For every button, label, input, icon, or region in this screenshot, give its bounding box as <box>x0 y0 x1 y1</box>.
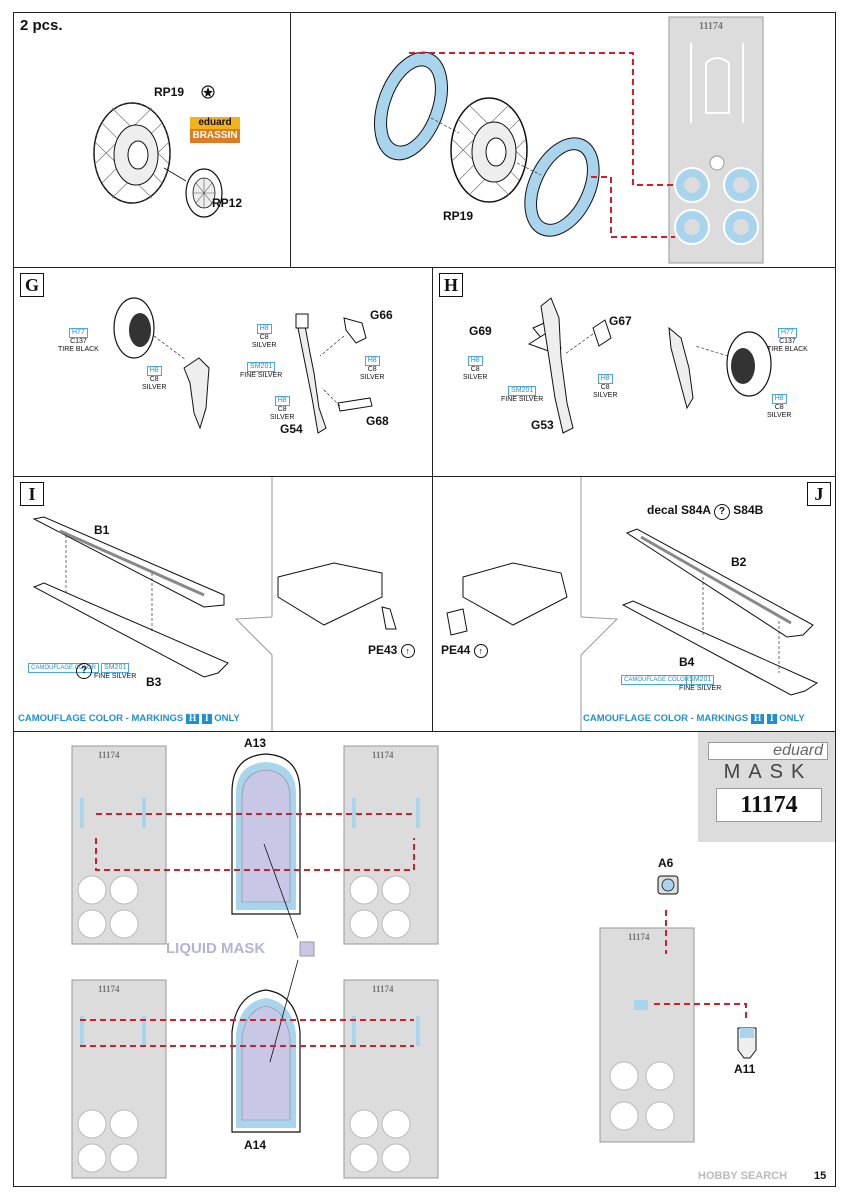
camo-markings-bar: CAMOUFLAGE COLOR - MARKINGS H I ONLY <box>18 713 240 724</box>
part-rp19-right-label: RP19 <box>443 209 474 223</box>
step-g-marker: G <box>20 273 44 297</box>
decal-s84-label: decal S84A ? S84B <box>647 503 763 520</box>
watermark: HOBBY SEARCH <box>698 1170 788 1182</box>
part-pe44-label: PE44 ↑ <box>441 643 488 658</box>
part-a14-label: A14 <box>244 1138 267 1152</box>
part-g69-label: G69 <box>469 324 492 338</box>
part-b2-label: B2 <box>731 555 747 569</box>
part-a13-label: A13 <box>244 736 267 750</box>
mask-sheet-number-br: 11174 <box>372 984 394 994</box>
i-color-callout-fine-silver: SM201 FINE SILVER <box>94 663 137 680</box>
part-g54-label: G54 <box>280 422 303 436</box>
mask-sheet-number: 11174 <box>699 21 723 32</box>
camo-color-callout: CAMOUFLAGE COLOR <box>28 663 100 673</box>
page-number: 15 <box>814 1170 827 1182</box>
color-callout-fine-silver: SM201 FINE SILVER <box>240 362 283 379</box>
panel-step-j: J decal S84A ? S84B B2 B4 PE44 ↑ CAMOUFL… <box>432 476 836 732</box>
color-callout-silver-4: H8 C8 SILVER <box>270 396 295 421</box>
color-callout-silver-3: H8 C8 SILVER <box>360 356 385 381</box>
brassin-logo: eduard BRASSIN <box>190 117 240 145</box>
part-g68-label: G68 <box>366 414 389 428</box>
step-h-marker: H <box>439 273 463 297</box>
mask-sheet-number-bl: 11174 <box>98 984 120 994</box>
color-callout-tire-black: H77 C137 TIRE BLACK <box>58 328 99 353</box>
step-g-drawing <box>113 297 373 434</box>
mask-sheet-number-r: 11174 <box>628 932 650 942</box>
step-i-drawing <box>32 477 397 731</box>
j-camo-color-callout: CAMOUFLAGE COLOR <box>621 675 693 685</box>
color-callout-silver-2: H8 C8 SILVER <box>252 324 277 349</box>
step-i-marker: I <box>20 482 44 506</box>
wheel-mask-drawing <box>374 16 764 264</box>
j-color-callout-fine-silver: SM201 FINE SILVER <box>679 675 722 692</box>
step-j-drawing <box>446 477 819 731</box>
j-camo-markings-bar: CAMOUFLAGE COLOR - MARKINGS H I ONLY <box>583 713 805 724</box>
part-b4-label: B4 <box>679 655 695 669</box>
h-color-callout-fine-silver: SM201 FINE SILVER <box>501 386 544 403</box>
step-h-drawing <box>527 297 772 434</box>
panel-canopy-masks: 11174 11174 11174 11174 11174 A13 A14 LI… <box>13 731 836 1187</box>
optional-question-icon-j: ? <box>713 504 730 520</box>
part-g66-label: G66 <box>370 308 393 322</box>
part-rp12-label: RP12 <box>212 196 243 210</box>
color-callout-silver-1: H8 C8 SILVER <box>142 366 167 391</box>
step-j-marker: J <box>807 482 831 506</box>
part-g53-label: G53 <box>531 418 554 432</box>
part-a11-label: A11 <box>734 1062 756 1076</box>
fold-arrow-icon: ↑ <box>400 644 415 658</box>
h-color-callout-tire-black: H77 C137 TIRE BLACK <box>767 328 808 353</box>
part-b1-label: B1 <box>94 523 110 537</box>
quantity-label: 2 pcs. <box>20 17 63 34</box>
mask-sheet-number-tr: 11174 <box>372 750 394 760</box>
panel-step-i: I B1 B3 PE43 ↑ CAMOUFLAGE COLOR ? SM201 … <box>13 476 433 732</box>
part-rp19-label: RP19 <box>154 85 185 99</box>
wheel-drawing <box>93 85 223 218</box>
part-b3-label: B3 <box>146 675 162 689</box>
panel-step-g: G H77 C137 TIRE BLACK H8 C8 SILVER H8 C8… <box>13 267 433 477</box>
h-color-callout-silver-2: H8 C8 SILVER <box>593 374 618 399</box>
optional-question-icon: ? <box>76 663 92 679</box>
h-color-callout-silver-1: H8 C8 SILVER <box>463 356 488 381</box>
panel-wheel-masks: 11174 RP19 <box>290 12 836 268</box>
fold-arrow-icon-j: ↑ <box>473 644 488 658</box>
eduard-mask-logo: eduard MASK 11174 <box>698 732 835 842</box>
part-g67-label: G67 <box>609 314 632 328</box>
mask-sheet-number-tl: 11174 <box>98 750 120 760</box>
part-a6-label: A6 <box>658 856 674 870</box>
part-pe43-label: PE43 ↑ <box>368 643 415 658</box>
liquid-mask-label: LIQUID MASK <box>166 940 266 957</box>
h-color-callout-silver-3: H8 C8 SILVER <box>767 394 792 419</box>
canopy-mask-drawing <box>71 745 757 1179</box>
panel-step-h: H G69 G67 G53 H8 C8 SILVER SM201 FINE SI… <box>432 267 836 477</box>
panel-wheel-brassin: 2 pcs. RP19 eduard BRASSIN RP12 <box>13 12 291 268</box>
